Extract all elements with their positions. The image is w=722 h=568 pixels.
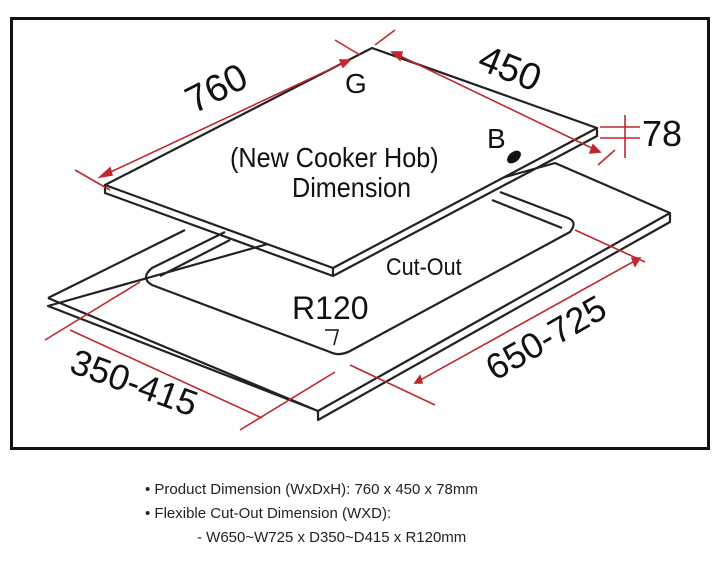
cutout-label: Cut-Out (386, 254, 462, 281)
marker-b: B (487, 123, 506, 154)
diagram-frame (10, 17, 710, 450)
radius-label: R120 (292, 290, 369, 326)
hob-title-line2: Dimension (292, 172, 412, 203)
dim-height-label: 78 (642, 113, 683, 154)
cutout-dimension-note: • Flexible Cut-Out Dimension (WXD): (145, 505, 392, 522)
spec-notes: • Product Dimension (WxDxH): 760 x 450 x… (145, 478, 478, 550)
cutout-detail-note: - W650~W725 x D350~D415 x R120mm (197, 529, 467, 546)
hob-edge (103, 128, 599, 278)
hob-title-line1: (New Cooker Hob) (230, 142, 439, 173)
countertop (46, 161, 672, 422)
marker-g: G (345, 68, 367, 99)
product-dimension-note: • Product Dimension (WxDxH): 760 x 450 x… (145, 481, 478, 498)
burner-b-dot (507, 150, 521, 164)
cutout-outline (144, 190, 575, 356)
